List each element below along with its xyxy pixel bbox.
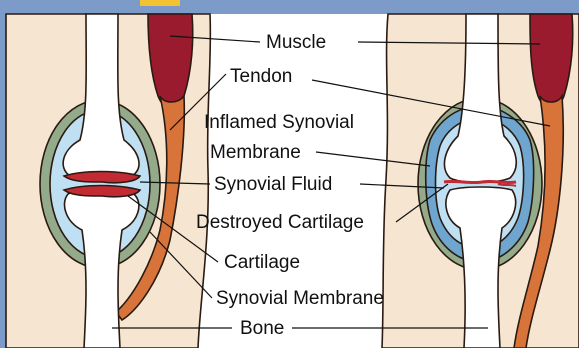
label-tendon: Tendon [230,66,292,87]
label-synovial-fluid: Synovial Fluid [214,174,332,195]
label-destroyed-cartilage: Destroyed Cartilage [196,212,364,233]
label-inflamed-synovial-line2: Membrane [210,142,301,163]
inflamed-destroyed-cartilage [444,181,516,182]
healthy-cartilage-lower [64,186,140,197]
label-inflamed-synovial-line1: Inflamed Synovial [204,112,354,133]
label-cartilage: Cartilage [224,252,300,273]
label-muscle: Muscle [266,32,326,53]
inflamed-joint [382,14,579,348]
healthy-cartilage-upper [64,172,140,183]
frame-top-strip [0,0,579,14]
healthy-joint [6,14,210,348]
title-fragment [140,0,180,6]
label-bone: Bone [240,318,284,339]
label-synovial-membrane: Synovial Membrane [216,288,384,309]
